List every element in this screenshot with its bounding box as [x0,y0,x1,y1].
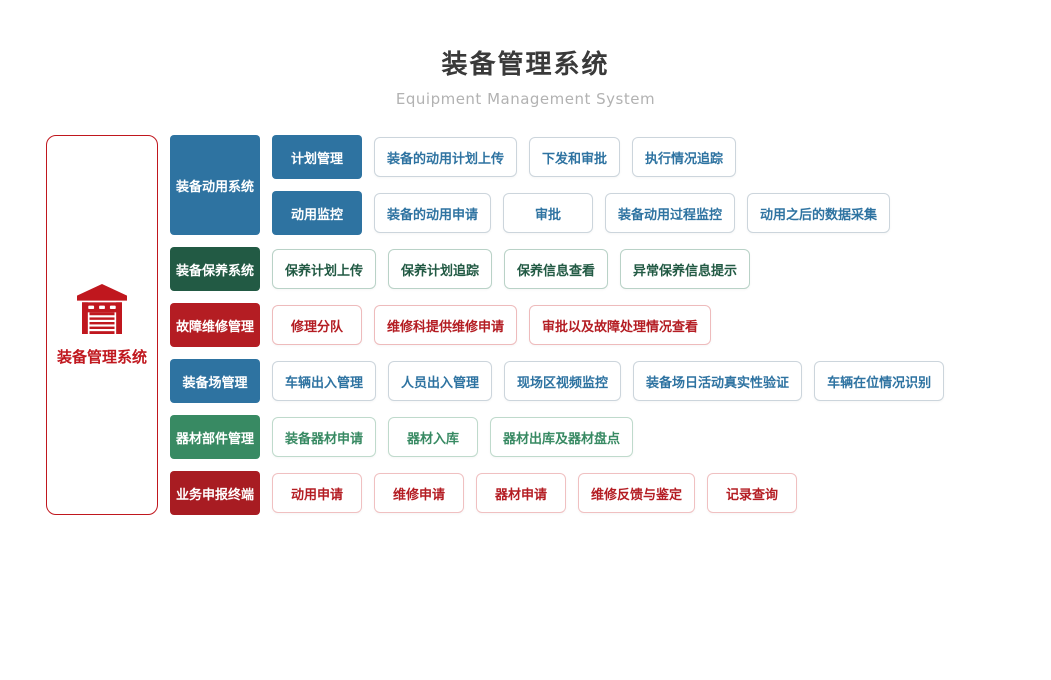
garage-icon [77,283,127,334]
page-header: 装备管理系统 Equipment Management System [0,44,1051,108]
leaf-node: 审批以及故障处理情况查看 [529,305,712,345]
leaf-node: 车辆出入管理 [272,361,377,401]
module-header: 业务申报终端 [170,471,260,515]
leaf-node: 器材入库 [388,417,479,457]
leaf-node: 装备的动用计划上传 [374,137,518,177]
leaf-node: 车辆在位情况识别 [814,361,945,401]
leaf-node: 维修反馈与鉴定 [578,473,696,513]
leaf-node: 装备场日活动真实性验证 [633,361,803,401]
module-fault-repair-management: 故障维修管理 修理分队 维修科提供维修申请 审批以及故障处理情况查看 [170,303,944,347]
leaf-node: 保养计划上传 [272,249,377,289]
leaf-node: 保养信息查看 [504,249,609,289]
module-business-declaration-terminal: 业务申报终端 动用申请 维修申请 器材申请 维修反馈与鉴定 记录查询 [170,471,944,515]
module-header: 器材部件管理 [170,415,260,459]
module-equipment-use-system: 装备动用系统 计划管理 装备的动用计划上传 下发和审批 执行情况追踪 动用监控 … [170,135,944,235]
module-materials-parts-management: 器材部件管理 装备器材申请 器材入库 器材出库及器材盘点 [170,415,944,459]
module-equipment-yard-management: 装备场管理 车辆出入管理 人员出入管理 现场区视频监控 装备场日活动真实性验证 … [170,359,945,403]
modules-column: 装备动用系统 计划管理 装备的动用计划上传 下发和审批 执行情况追踪 动用监控 … [170,135,945,515]
page-title: 装备管理系统 [441,50,610,80]
leaf-node: 现场区视频监控 [504,361,622,401]
leaf-node: 装备动用过程监控 [605,193,736,233]
module-header: 装备动用系统 [170,135,260,235]
sub-row-use-monitoring: 动用监控 装备的动用申请 审批 装备动用过程监控 动用之后的数据采集 [272,191,891,235]
sub-rows: 计划管理 装备的动用计划上传 下发和审批 执行情况追踪 动用监控 装备的动用申请… [272,135,891,235]
page-subtitle: Equipment Management System [395,90,656,108]
leaf-node: 人员出入管理 [388,361,493,401]
leaf-node: 维修申请 [374,473,464,513]
module-header: 装备场管理 [170,359,260,403]
leaf-node: 装备器材申请 [272,417,377,457]
sub-module-header: 动用监控 [272,191,362,235]
sub-module-header: 计划管理 [272,135,362,179]
leaf-node: 修理分队 [272,305,362,345]
leaf-node: 保养计划追踪 [388,249,493,289]
leaf-node: 维修科提供维修申请 [374,305,518,345]
leaf-node: 审批 [503,193,594,233]
leaf-node: 动用申请 [272,473,362,513]
leaf-node: 器材申请 [476,473,566,513]
leaf-node: 下发和审批 [529,137,621,177]
leaf-node: 器材出库及器材盘点 [490,417,634,457]
root-system-label: 装备管理系统 [56,347,147,366]
diagram-board: 装备管理系统 装备动用系统 计划管理 装备的动用计划上传 下发和审批 执行情况追… [46,135,1051,515]
leaf-node: 记录查询 [707,473,798,513]
module-header: 装备保养系统 [170,247,260,291]
module-maintenance-system: 装备保养系统 保养计划上传 保养计划追踪 保养信息查看 异常保养信息提示 [170,247,944,291]
root-system-node: 装备管理系统 [46,135,158,515]
leaf-node: 异常保养信息提示 [620,249,751,289]
leaf-node: 动用之后的数据采集 [747,193,891,233]
module-header: 故障维修管理 [170,303,260,347]
leaf-node: 装备的动用申请 [374,193,492,233]
leaf-node: 执行情况追踪 [632,137,737,177]
sub-row-plan-management: 计划管理 装备的动用计划上传 下发和审批 执行情况追踪 [272,135,890,179]
